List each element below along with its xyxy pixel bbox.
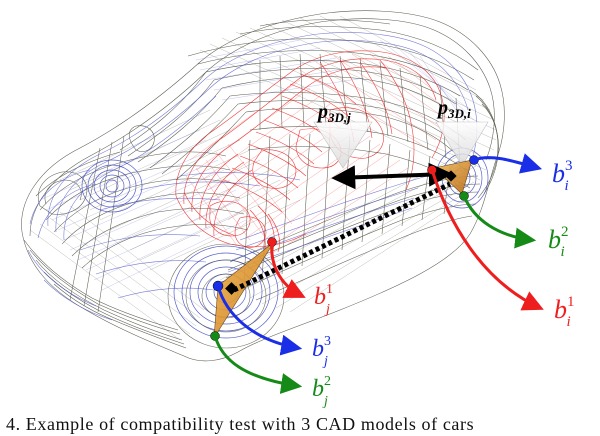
label-p3d-j-sub: 3D,j	[327, 110, 351, 125]
label-b-i-2-base: b	[548, 225, 561, 254]
label-b-j-1-sup: 1	[326, 282, 333, 297]
blue-wireframe-mesh	[39, 39, 477, 291]
label-b-i-3-base: b	[552, 159, 565, 188]
label-b-i-1-base: b	[554, 295, 567, 324]
label-b-i-1: b1 i	[554, 294, 575, 330]
label-p3d-j-base: p	[316, 101, 328, 123]
arrow-b-i-2	[462, 195, 537, 249]
p3d-distance-arrow	[331, 162, 453, 190]
gray-wireframe-body	[21, 10, 505, 362]
correspondence-dotted-line	[232, 181, 452, 293]
triangle-j-center-marker	[225, 282, 238, 295]
arrow-b-i-3	[473, 153, 543, 174]
p3d-i-cone	[435, 121, 489, 167]
label-p3d-i: p3D,i	[436, 97, 471, 121]
label-b-i-2: b2 i	[548, 224, 569, 260]
label-b-i-1-sub: i	[567, 314, 571, 330]
label-b-j-3-sup: 3	[324, 334, 331, 349]
label-b-j-2-sub: j	[322, 394, 328, 409]
arrow-b-j-1	[270, 241, 306, 298]
label-b-i-3: b3 i	[552, 158, 573, 194]
label-b-i-3-sup: 3	[565, 158, 573, 174]
label-b-j-3-base: b	[312, 336, 324, 362]
label-b-j-1-base: b	[314, 284, 326, 310]
p3d-j-cone	[313, 121, 373, 169]
arrow-b-i-1	[430, 169, 544, 311]
label-b-i-2-sub: i	[561, 244, 565, 260]
label-b-i-2-sup: 2	[561, 224, 569, 240]
triangle-i-center-marker	[445, 170, 457, 182]
gray-wireframe-mesh	[29, 15, 497, 341]
label-b-j-1: b1 j	[314, 282, 333, 317]
label-b-j-1-sub: j	[324, 302, 330, 317]
triangle-j	[213, 241, 275, 339]
figure-caption: 4. Example of compatibility test with 3 …	[6, 414, 475, 434]
label-b-j-2-base: b	[312, 376, 324, 402]
label-p3d-i-sub: 3D,i	[447, 106, 471, 121]
arrow-b-j-2	[213, 335, 303, 394]
label-b-j-3: b3 j	[312, 334, 331, 369]
label-b-j-3-sub: j	[322, 354, 328, 369]
arrow-b-j-3	[216, 285, 303, 356]
label-b-i-1-sup: 1	[567, 294, 575, 310]
label-b-j-2-sup: 2	[324, 374, 331, 389]
red-wireframe-mesh	[185, 53, 443, 247]
blue-front-headlight-circles	[81, 159, 143, 213]
label-p3d-i-base: p	[436, 97, 448, 119]
label-p3d-j: p3D,j	[316, 101, 351, 125]
label-b-i-3-sub: i	[565, 178, 569, 194]
label-b-j-2: b2 j	[312, 374, 331, 409]
